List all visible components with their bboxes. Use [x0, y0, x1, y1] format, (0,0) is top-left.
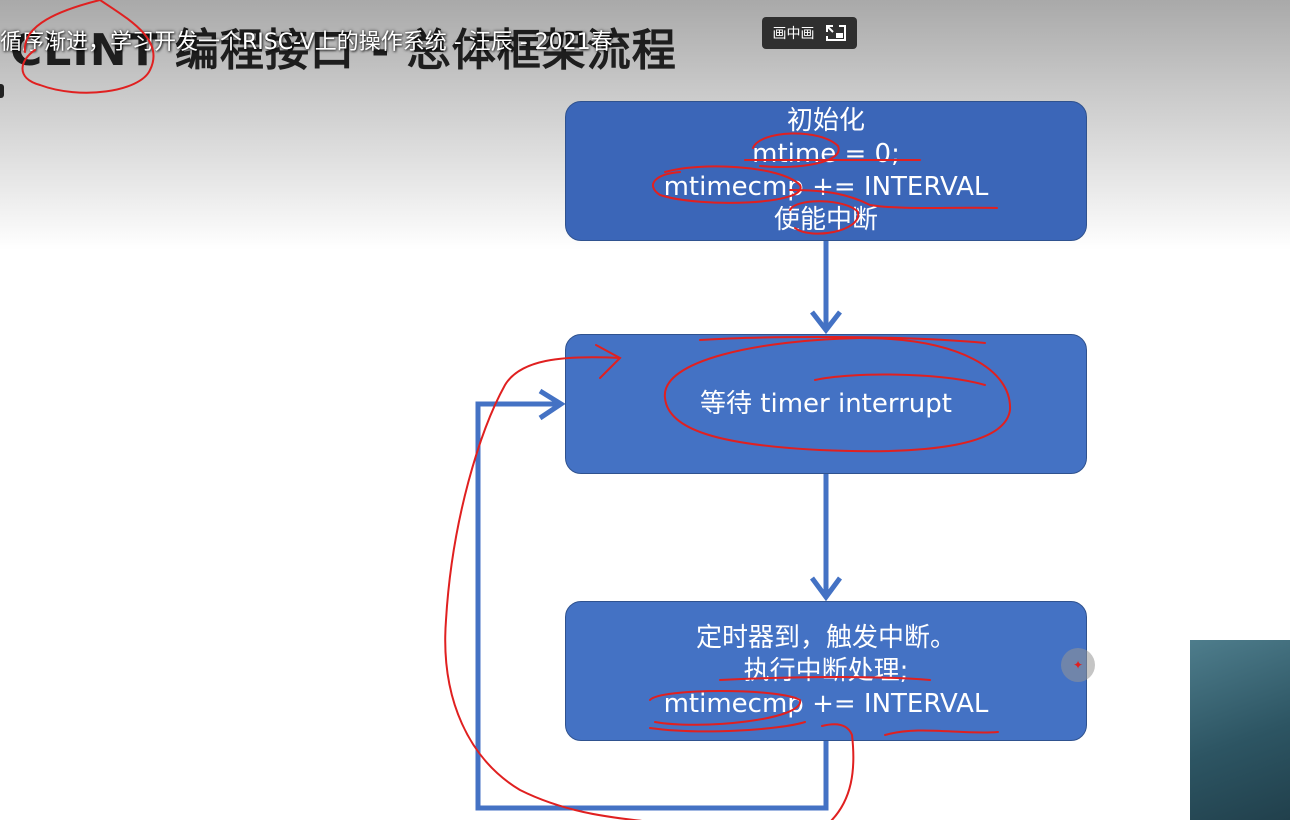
arrow-init-to-wait-head [810, 310, 842, 335]
presenter-thumbnail [1190, 640, 1290, 820]
pointer-cursor-icon: ✦ [1061, 648, 1095, 682]
handler-line-1: 定时器到，触发中断。 [695, 622, 956, 653]
slide-edge-mark [0, 84, 4, 98]
slide-title: CLINT 编程接口 - 总体框架流程 [10, 25, 677, 76]
arrow-loop-back [475, 401, 829, 811]
picture-in-picture-button[interactable]: 画中画 [762, 17, 857, 49]
handler-line-3: mtimecmp += INTERVAL [663, 688, 989, 719]
flow-arrows [475, 241, 843, 811]
flow-box-handler: 定时器到，触发中断。 执行中断处理; mtimecmp += INTERVAL [565, 601, 1087, 741]
handwritten-annotations [21, 0, 1012, 820]
arrow-loop-back-head [538, 388, 566, 421]
arrow-wait-to-handler-head [809, 576, 843, 602]
wait-line-1: 等待 timer interrupt [700, 388, 952, 419]
init-line-1: 初始化 [786, 106, 865, 136]
init-line-2: mtime = 0; [752, 139, 900, 169]
pip-icon [825, 24, 847, 42]
handler-line-2: 执行中断处理; [743, 655, 909, 686]
pip-label: 画中画 [772, 26, 815, 42]
init-line-4: 使能中断 [773, 205, 878, 235]
video-title-overlay: 循序渐进，学习开发一个RISC-V上的操作系统 - 汪辰 - 2021春 [0, 30, 613, 55]
flow-box-init: 初始化 mtime = 0; mtimecmp += INTERVAL 使能中断 [565, 101, 1087, 241]
init-line-3: mtimecmp += INTERVAL [663, 172, 989, 202]
